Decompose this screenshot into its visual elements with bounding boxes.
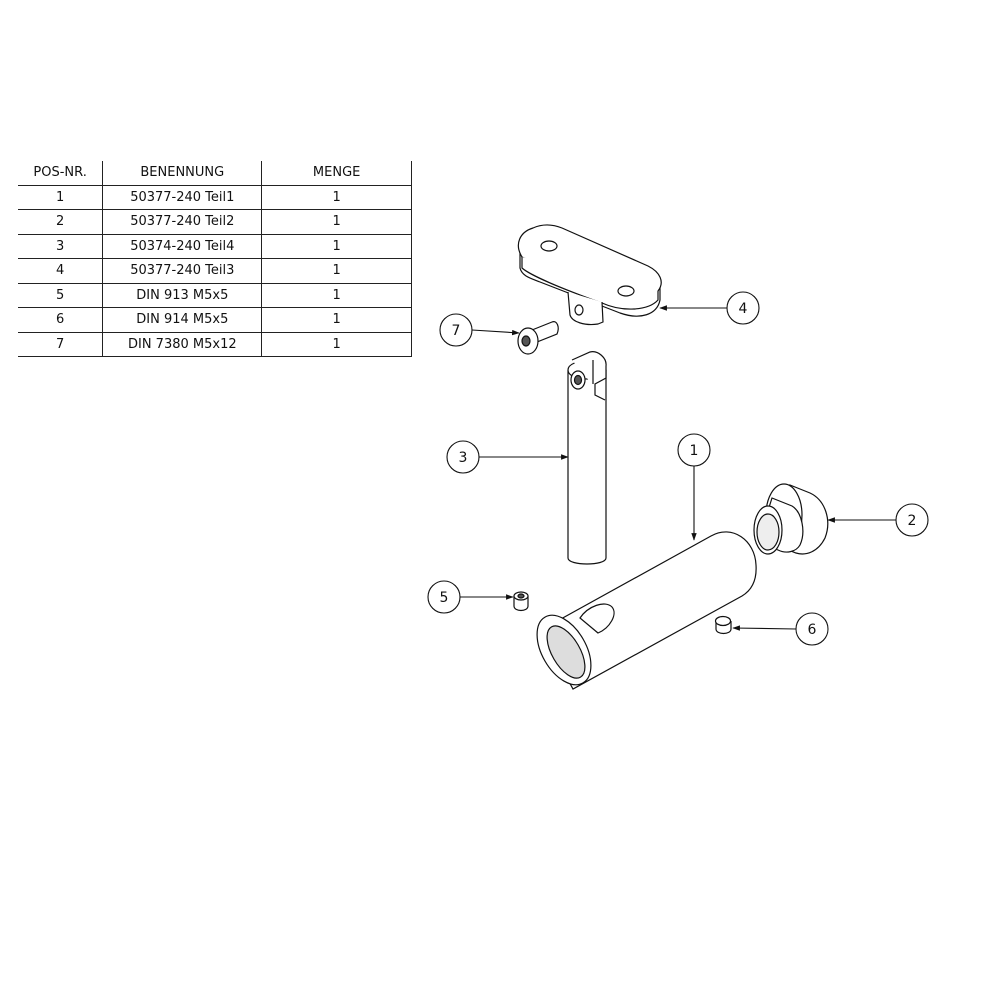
leader-6 bbox=[732, 625, 797, 631]
table-row: 1 50377-240 Teil1 1 bbox=[18, 185, 412, 210]
leader-lines bbox=[460, 305, 896, 631]
cell-name: DIN 913 M5x5 bbox=[102, 283, 263, 308]
leader-7 bbox=[471, 329, 520, 336]
cell-name: DIN 914 M5x5 bbox=[102, 307, 263, 333]
cell-name: 50377-240 Teil3 bbox=[102, 258, 263, 284]
cell-qty: 1 bbox=[261, 185, 412, 210]
cell-qty: 1 bbox=[261, 283, 412, 308]
parts-list-table: POS-NR. BENENNUNG MENGE 1 50377-240 Teil… bbox=[18, 161, 412, 357]
part-1-main-tube bbox=[536, 531, 757, 690]
balloon-6: 6 bbox=[795, 612, 829, 646]
balloon-6-label: 6 bbox=[808, 622, 817, 638]
cell-qty: 1 bbox=[261, 307, 412, 333]
parts-list-header-row: POS-NR. BENENNUNG MENGE bbox=[18, 161, 412, 186]
cell-qty: 1 bbox=[261, 234, 412, 259]
cell-pos: 4 bbox=[18, 258, 104, 284]
cell-name: 50377-240 Teil1 bbox=[102, 185, 263, 210]
header-menge: MENGE bbox=[261, 161, 412, 186]
header-pos-nr: POS-NR. bbox=[18, 161, 104, 186]
balloon-7-label: 7 bbox=[452, 323, 461, 339]
table-row: 6 DIN 914 M5x5 1 bbox=[18, 307, 412, 333]
balloon-2: 2 bbox=[895, 503, 929, 537]
balloon-7: 7 bbox=[439, 313, 473, 347]
balloon-4-label: 4 bbox=[739, 301, 748, 317]
table-row: 2 50377-240 Teil2 1 bbox=[18, 209, 412, 235]
balloon-4: 4 bbox=[726, 291, 760, 325]
balloon-3: 3 bbox=[446, 440, 480, 474]
part-6-set-screw bbox=[714, 615, 732, 635]
header-benennung: BENENNUNG bbox=[102, 161, 263, 186]
part-7-button-head-screw bbox=[517, 321, 559, 355]
cell-name: DIN 7380 M5x12 bbox=[102, 332, 263, 357]
cell-pos: 6 bbox=[18, 307, 104, 333]
cell-name: 50374-240 Teil4 bbox=[102, 234, 263, 259]
table-row: 7 DIN 7380 M5x12 1 bbox=[18, 332, 412, 357]
balloon-1-label: 1 bbox=[690, 443, 699, 459]
cell-pos: 3 bbox=[18, 234, 104, 259]
cell-qty: 1 bbox=[261, 258, 412, 284]
balloon-3-label: 3 bbox=[459, 450, 468, 466]
balloon-5: 5 bbox=[427, 580, 461, 614]
cell-name: 50377-240 Teil2 bbox=[102, 209, 263, 235]
cell-pos: 5 bbox=[18, 283, 104, 308]
table-row: 3 50374-240 Teil4 1 bbox=[18, 234, 412, 259]
balloon-1: 1 bbox=[677, 433, 711, 467]
cell-pos: 1 bbox=[18, 185, 104, 210]
balloon-5-label: 5 bbox=[440, 590, 449, 606]
cell-pos: 7 bbox=[18, 332, 104, 357]
cell-qty: 1 bbox=[261, 332, 412, 357]
part-5-set-screw bbox=[513, 591, 529, 612]
cell-pos: 2 bbox=[18, 209, 104, 235]
part-3-fork-pin bbox=[567, 351, 607, 565]
cell-qty: 1 bbox=[261, 209, 412, 235]
table-row: 4 50377-240 Teil3 1 bbox=[18, 258, 412, 284]
part-4-mounting-plate bbox=[517, 224, 662, 326]
table-row: 5 DIN 913 M5x5 1 bbox=[18, 283, 412, 308]
balloon-2-label: 2 bbox=[908, 513, 917, 529]
part-2-end-cap bbox=[753, 483, 829, 555]
